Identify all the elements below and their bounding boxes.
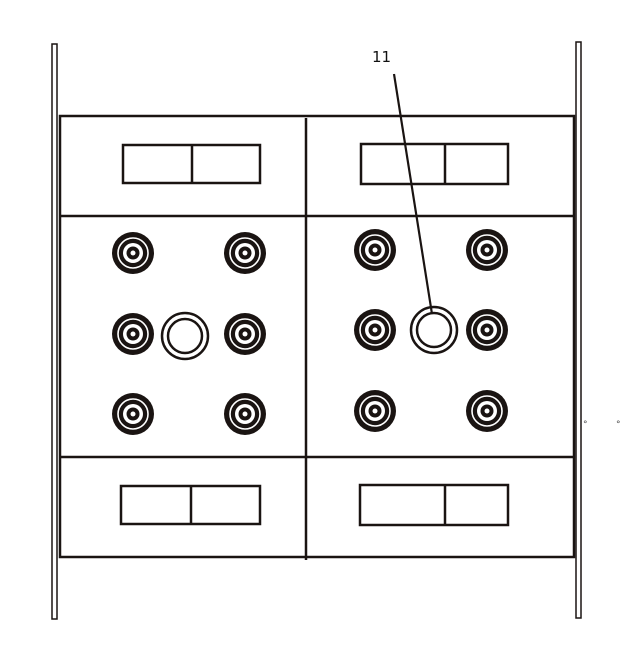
switch-bottom-left — [119, 484, 262, 526]
callout-label-11: 11 — [372, 48, 392, 66]
center-port-left — [160, 311, 210, 361]
center-port-right — [409, 305, 459, 355]
connector-right-3 — [354, 309, 396, 351]
connector-left-2 — [224, 232, 266, 274]
connector-right-5 — [354, 390, 396, 432]
connector-right-1 — [354, 229, 396, 271]
connector-left-3 — [112, 313, 154, 355]
side-mark-1: ° — [583, 420, 588, 430]
connector-left-1 — [112, 232, 154, 274]
main-frame — [58, 114, 576, 559]
right-rail — [575, 41, 582, 619]
switch-top-left — [121, 143, 262, 185]
connector-right-4 — [466, 309, 508, 351]
switch-top-right — [359, 142, 510, 186]
connector-left-6 — [224, 393, 266, 435]
left-rail — [51, 43, 58, 620]
side-mark-2: ° — [616, 420, 621, 430]
connector-left-5 — [112, 393, 154, 435]
connector-right-2 — [466, 229, 508, 271]
callout-leader-line — [392, 73, 434, 315]
switch-bottom-right — [358, 483, 510, 527]
connector-right-6 — [466, 390, 508, 432]
connector-left-4 — [224, 313, 266, 355]
